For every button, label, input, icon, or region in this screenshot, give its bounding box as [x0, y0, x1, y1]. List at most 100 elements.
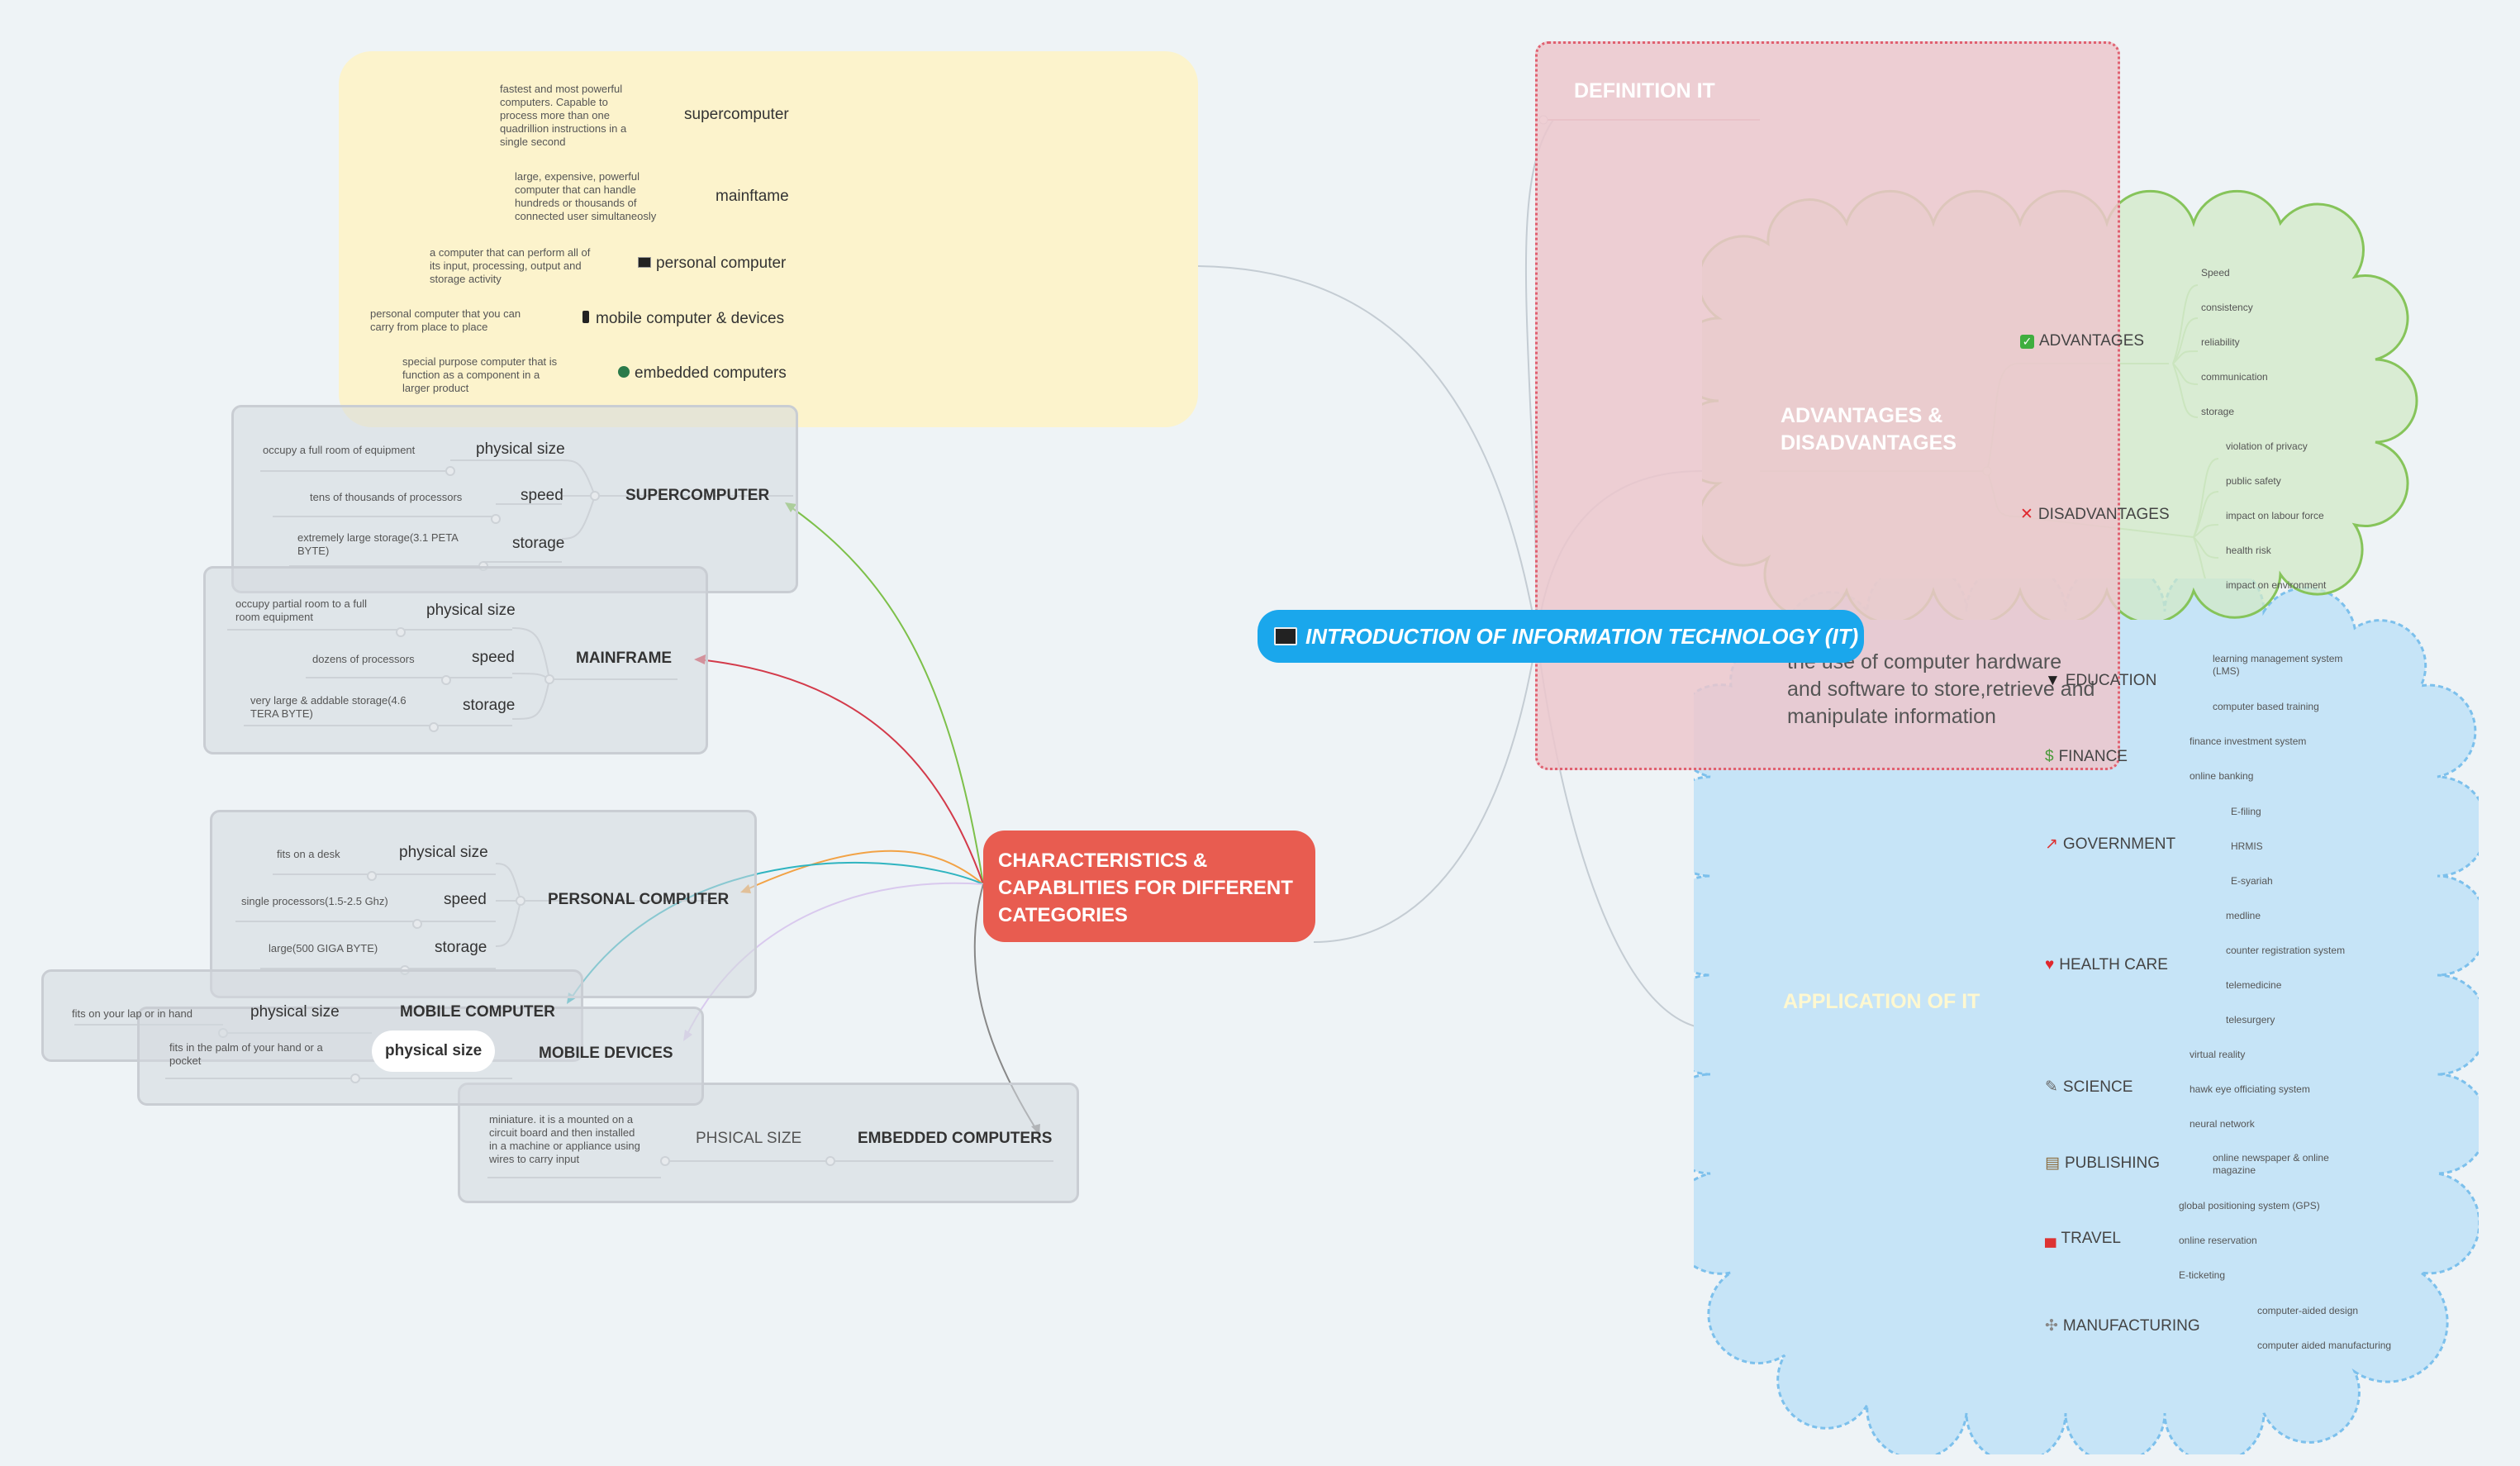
attr-desc: miniature. it is a mounted on a circuit …: [489, 1113, 640, 1165]
attr-desc: extremely large storage(3.1 PETA BYTE): [297, 531, 459, 557]
type-personal-computer[interactable]: personal computer: [638, 255, 786, 273]
group-title-embedded[interactable]: EMBEDDED COMPUTERS: [858, 1130, 1053, 1147]
app-category-education[interactable]: ▼EDUCATION: [2045, 672, 2157, 689]
chip-icon: [618, 366, 630, 378]
app-category-government[interactable]: ↗GOVERNMENT: [2045, 835, 2176, 853]
attr-label-selected[interactable]: physical size: [372, 1030, 496, 1072]
app-item: computer-aided design: [2257, 1305, 2359, 1316]
app-item: computer based training: [2213, 701, 2319, 712]
dis-item: health risk: [2226, 545, 2271, 556]
attr-label[interactable]: storage: [512, 535, 565, 552]
adv-item: consistency: [2201, 302, 2253, 313]
adv-item: storage: [2201, 406, 2235, 417]
attr-desc: large(500 GIGA BYTE): [269, 942, 378, 954]
app-item: online banking: [2190, 770, 2254, 782]
attr-desc: occupy partial room to a full room equip…: [235, 597, 367, 623]
advantages-label[interactable]: ✓ADVANTAGES: [2020, 332, 2144, 350]
app-item: virtual reality: [2190, 1049, 2246, 1060]
type-supercomputer[interactable]: supercomputer: [684, 106, 789, 123]
type-mainframe[interactable]: mainftame: [716, 188, 789, 205]
newspaper-icon: ▤: [2045, 1154, 2060, 1172]
graduation-cap-icon: ▼: [2045, 672, 2061, 689]
attr-desc: fits on your lap or in hand: [72, 1007, 193, 1020]
attr-desc: dozens of processors: [312, 653, 415, 665]
attr-desc: occupy a full room of equipment: [263, 444, 416, 456]
app-item: telesurgery: [2226, 1014, 2275, 1026]
app-item: medline: [2226, 910, 2261, 921]
app-category-manufacturing[interactable]: ✣MANUFACTURING: [2045, 1317, 2200, 1335]
laptop-icon: [1274, 627, 1297, 645]
laptop-icon: [638, 257, 651, 268]
money-icon: $: [2045, 748, 2054, 765]
app-item: E-filing: [2231, 806, 2261, 817]
adv-item: Speed: [2201, 267, 2230, 278]
app-item: counter registration system: [2226, 945, 2346, 956]
dis-item: impact on environment: [2226, 579, 2327, 591]
attr-desc: fits on a desk: [277, 848, 340, 860]
app-item: online newspaper & online magazine: [2213, 1152, 2329, 1176]
root-title: INTRODUCTION OF INFORMATION TECHNOLOGY (…: [1305, 623, 1859, 649]
microscope-icon: ✎: [2045, 1078, 2058, 1096]
check-icon: ✓: [2020, 335, 2034, 349]
group-title-mobile-computer[interactable]: MOBILE COMPUTER: [400, 1003, 555, 1021]
type-desc: personal computer that you can carry fro…: [370, 307, 521, 333]
adv-item: reliability: [2201, 336, 2240, 348]
attr-label[interactable]: speed: [472, 649, 515, 666]
attr-desc: fits in the palm of your hand or a pocke…: [169, 1041, 323, 1067]
app-item: learning management system (LMS): [2213, 653, 2343, 677]
app-category-publishing[interactable]: ▤PUBLISHING: [2045, 1154, 2161, 1172]
application-cloud: [1694, 578, 2479, 1454]
dis-item: public safety: [2226, 475, 2281, 487]
dis-item: impact on labour force: [2226, 510, 2324, 521]
attr-label[interactable]: storage: [435, 939, 487, 956]
gear-icon: ✣: [2045, 1317, 2058, 1335]
characteristics-title: CHARACTERISTICS & CAPABLITIES FOR DIFFER…: [998, 850, 1293, 926]
type-desc: fastest and most powerful computers. Cap…: [500, 83, 627, 148]
group-title-supercomputer[interactable]: SUPERCOMPUTER: [625, 487, 770, 504]
app-category-science[interactable]: ✎SCIENCE: [2045, 1078, 2133, 1096]
attr-label[interactable]: speed: [444, 891, 487, 908]
type-desc: a computer that can perform all of its i…: [430, 246, 591, 285]
cross-icon: ✕: [2020, 506, 2033, 523]
app-item: HRMIS: [2231, 840, 2263, 852]
type-desc: special purpose computer that is functio…: [402, 355, 558, 394]
group-title-personal-computer[interactable]: PERSONAL COMPUTER: [548, 891, 730, 908]
app-category-health-care[interactable]: ♥HEALTH CARE: [2045, 956, 2168, 973]
app-item: hawk eye officiating system: [2190, 1083, 2310, 1095]
attr-label[interactable]: physical size: [426, 602, 516, 619]
type-mobile[interactable]: mobile computer & devices: [582, 310, 784, 328]
definition-title[interactable]: DEFINITION IT: [1574, 79, 1715, 102]
mainframe-group: [203, 566, 708, 754]
attr-label[interactable]: physical size: [399, 844, 488, 861]
group-title-mainframe[interactable]: MAINFRAME: [576, 650, 673, 667]
attr-label[interactable]: storage: [463, 697, 516, 714]
types-zone: [339, 51, 1198, 427]
attr-desc: very large & addable storage(4.6 TERA BY…: [250, 694, 407, 720]
type-embedded[interactable]: embedded computers: [618, 364, 787, 383]
advantages-title[interactable]: ADVANTAGES & DISADVANTAGES: [1781, 404, 1957, 455]
app-item: finance investment system: [2190, 735, 2307, 747]
attr-desc: single processors(1.5-2.5 Ghz): [241, 895, 388, 907]
app-item: computer aided manufacturing: [2257, 1340, 2392, 1351]
app-category-travel[interactable]: ▄TRAVEL: [2045, 1230, 2121, 1247]
app-category-finance[interactable]: $FINANCE: [2045, 748, 2128, 765]
car-icon: ▄: [2045, 1230, 2056, 1247]
attr-label[interactable]: physical size: [250, 1003, 340, 1021]
root-node[interactable]: INTRODUCTION OF INFORMATION TECHNOLOGY (…: [1258, 610, 1864, 663]
chart-icon: ↗: [2045, 835, 2058, 853]
app-item: global positioning system (GPS): [2179, 1200, 2320, 1211]
app-item: telemedicine: [2226, 979, 2282, 991]
type-desc: large, expensive, powerful computer that…: [515, 170, 657, 222]
characteristics-node[interactable]: CHARACTERISTICS & CAPABLITIES FOR DIFFER…: [983, 831, 1315, 942]
attr-label[interactable]: speed: [521, 487, 563, 504]
application-title[interactable]: APPLICATION OF IT: [1783, 990, 1980, 1013]
disadvantages-label[interactable]: ✕DISADVANTAGES: [2020, 506, 2170, 523]
phone-icon: [582, 311, 589, 323]
app-item: E-syariah: [2231, 875, 2273, 887]
app-item: online reservation: [2179, 1235, 2257, 1246]
attr-label[interactable]: physical size: [476, 440, 565, 458]
group-title-mobile-devices[interactable]: MOBILE DEVICES: [539, 1045, 673, 1062]
heart-icon: ♥: [2045, 956, 2055, 973]
attr-label[interactable]: PHSICAL SIZE: [696, 1130, 802, 1147]
definition-text: the use of computer hardware and softwar…: [1787, 650, 2095, 728]
